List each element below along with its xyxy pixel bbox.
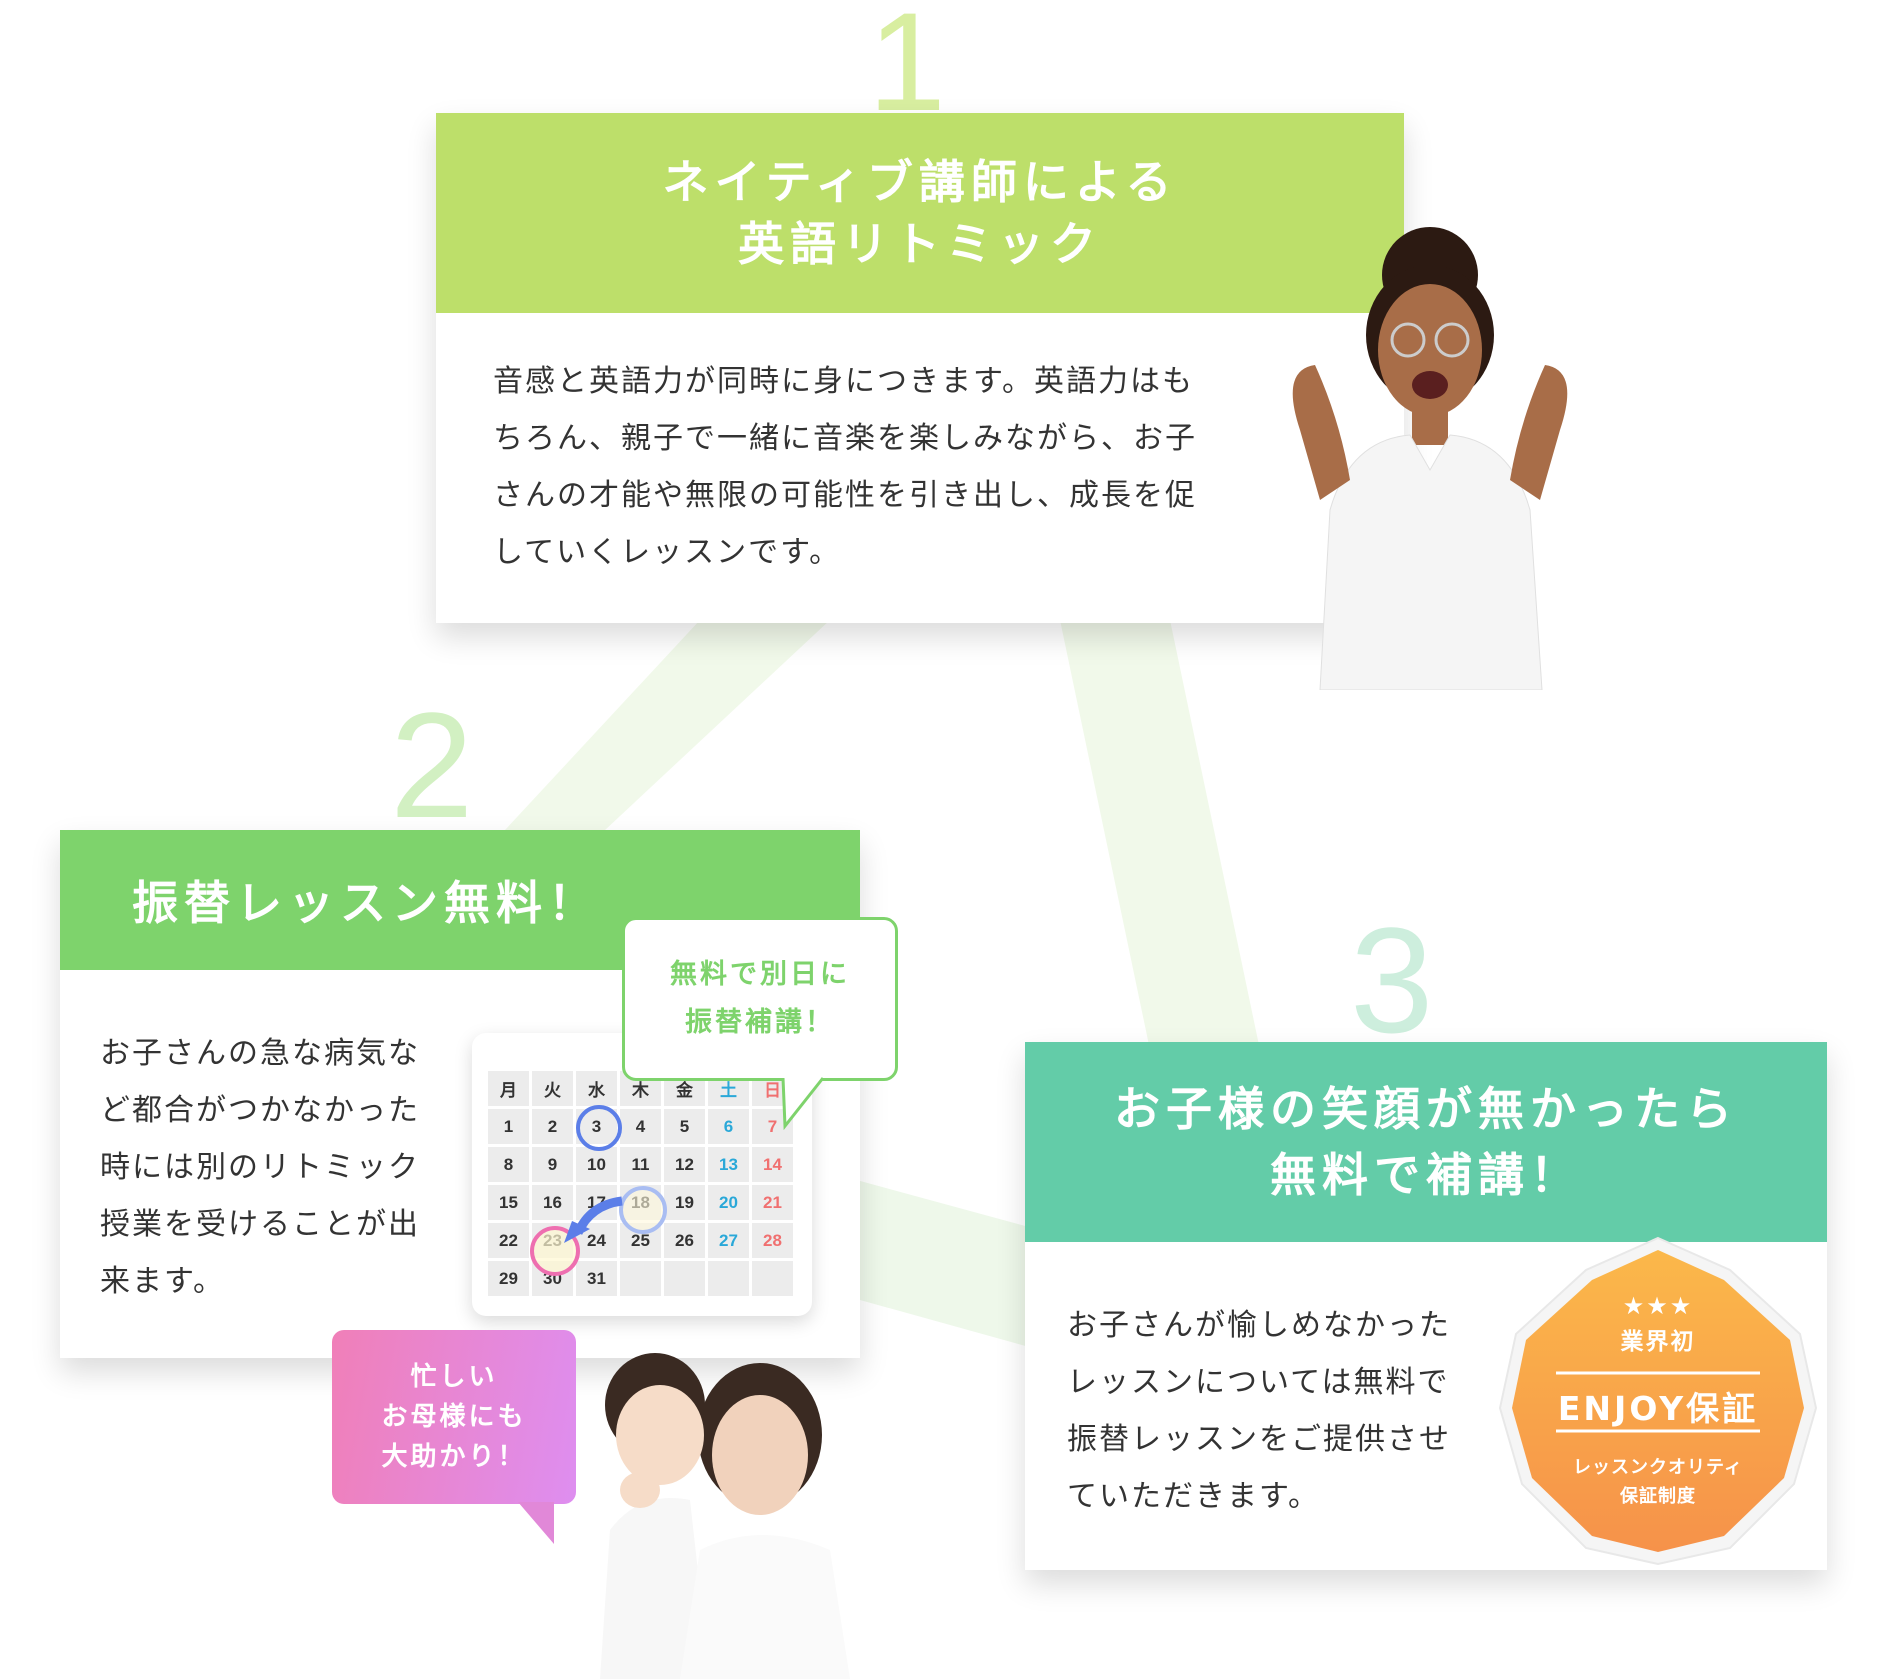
calendar-day: 22 — [488, 1223, 529, 1258]
calendar-day: 9 — [532, 1147, 573, 1182]
calendar-day: 17 — [576, 1185, 617, 1220]
speech-bubble-green: 無料で別日に 振替補講！ — [622, 917, 898, 1081]
calendar-day: 19 — [664, 1185, 705, 1220]
calendar-grid: 月 火 水 木 金 土 日 1 2 3 4 5 6 7 8 9 10 11 12… — [488, 1071, 794, 1296]
calendar-day: 26 — [664, 1223, 705, 1258]
body-line: ど都合がつかなかった — [100, 1093, 420, 1128]
body-line: さんの才能や無限の可能性を引き出し、成長を促 — [493, 478, 1197, 513]
badge-sub-line1: レッスンクオリティ — [1573, 1457, 1743, 1478]
badge-sub-line2: 保証制度 — [1620, 1486, 1696, 1507]
bubble-pink-line3: 大助かり！ — [381, 1442, 527, 1472]
body-line: レッスンについては無料で — [1067, 1365, 1450, 1400]
calendar-day: 4 — [620, 1109, 661, 1144]
bubble-green-line2: 振替補講！ — [685, 1007, 835, 1038]
surprised-woman-photo — [1280, 220, 1580, 690]
calendar-day-empty — [752, 1261, 793, 1296]
calendar-day: 14 — [752, 1147, 793, 1182]
feature-card-1-title-line1: ネイティブ講師による — [662, 155, 1178, 209]
calendar-day: 10 — [576, 1147, 617, 1182]
calendar-day: 13 — [708, 1147, 749, 1182]
calendar-day: 8 — [488, 1147, 529, 1182]
feature-card-3-header: お子様の笑顔が無かったら 無料で補講！ — [1025, 1042, 1827, 1242]
mother-and-child-photo — [560, 1340, 860, 1679]
feature-card-1-header: ネイティブ講師による 英語リトミック — [436, 113, 1404, 313]
feature-card-1-title-line2: 英語リトミック — [738, 217, 1102, 271]
calendar-day: 25 — [620, 1223, 661, 1258]
octagon-badge-icon — [1498, 1236, 1818, 1566]
calendar-day: 27 — [708, 1223, 749, 1258]
calendar-day-empty — [708, 1261, 749, 1296]
calendar-day-highlight-lightblue: 18 — [620, 1185, 661, 1220]
feature-number-2: 2 — [390, 681, 474, 849]
body-line: ちろん、親子で一緒に音楽を楽しみながら、お子 — [493, 421, 1197, 456]
calendar-day: 20 — [708, 1185, 749, 1220]
feature-card-2-body: お子さんの急な病気な ど都合がつかなかった 時には別のリトミック 授業を受けるこ… — [100, 1025, 440, 1310]
calendar-day: 15 — [488, 1185, 529, 1220]
calendar-day-highlight-pink: 23 — [532, 1223, 573, 1258]
weekday-label: 火 — [532, 1071, 573, 1106]
body-line: 授業を受けることが出 — [100, 1207, 420, 1242]
bubble-pink-line1: 忙しい — [410, 1362, 498, 1392]
feature-card-2-header: 振替レッスン無料！ — [60, 830, 860, 970]
body-line: していくレッスンです。 — [493, 535, 842, 570]
calendar-day: 12 — [664, 1147, 705, 1182]
weekday-label: 月 — [488, 1071, 529, 1106]
weekday-label: 水 — [576, 1071, 617, 1106]
speech-bubble-tail — [518, 1502, 554, 1544]
calendar-day: 24 — [576, 1223, 617, 1258]
feature-card-1-body: 音感と英語力が同時に身につきます。英語力はも ちろん、親子で一緒に音楽を楽しみな… — [493, 353, 1213, 581]
body-line: 音感と英語力が同時に身につきます。英語力はも — [493, 364, 1194, 399]
feature-number-3: 3 — [1350, 896, 1434, 1064]
calendar-day-empty — [620, 1261, 661, 1296]
calendar-day: 30 — [532, 1261, 573, 1296]
body-line: 来ます。 — [100, 1264, 225, 1299]
feature-card-3-title-line1: お子様の笑顔が無かったら — [1114, 1082, 1738, 1136]
feature-card-3-body: お子さんが愉しめなかった レッスンについては無料で 振替レッスンをご提供させ て… — [1067, 1297, 1467, 1525]
calendar-day: 31 — [576, 1261, 617, 1296]
calendar-day-highlight-blue: 3 — [576, 1109, 617, 1144]
speech-bubble-pink: 忙しい お母様にも 大助かり！ — [332, 1330, 576, 1504]
body-line: 振替レッスンをご提供させ — [1067, 1422, 1451, 1457]
body-line: 時には別のリトミック — [100, 1150, 420, 1185]
calendar-day: 16 — [532, 1185, 573, 1220]
badge-stars: ★★★ — [1622, 1292, 1694, 1320]
badge-top-label: 業界初 — [1620, 1329, 1696, 1355]
calendar-day: 21 — [752, 1185, 793, 1220]
badge-main-label: ENJOY保証 — [1557, 1389, 1759, 1428]
calendar-day: 11 — [620, 1147, 661, 1182]
calendar-day: 5 — [664, 1109, 705, 1144]
body-line: お子さんが愉しめなかった — [1067, 1308, 1451, 1343]
enjoy-guarantee-badge: ★★★ 業界初 ENJOY保証 レッスンクオリティ 保証制度 — [1494, 1236, 1822, 1566]
bubble-green-line1: 無料で別日に — [670, 959, 850, 990]
calendar-day-empty — [664, 1261, 705, 1296]
feature-card-2-title: 振替レッスン無料！ — [132, 876, 600, 930]
feature-card-1: ネイティブ講師による 英語リトミック 音感と英語力が同時に身につきます。英語力は… — [436, 113, 1404, 623]
feature-number-1: 1 — [868, 0, 946, 140]
calendar-day: 28 — [752, 1223, 793, 1258]
body-line: お子さんの急な病気な — [100, 1036, 420, 1071]
speech-bubble-tail — [781, 1076, 825, 1131]
bubble-pink-line2: お母様にも — [381, 1402, 527, 1432]
body-line: ていただきます。 — [1067, 1479, 1320, 1514]
calendar-day: 29 — [488, 1261, 529, 1296]
feature-card-3-title-line2: 無料で補講！ — [1270, 1148, 1582, 1202]
calendar-day: 1 — [488, 1109, 529, 1144]
calendar-day: 6 — [708, 1109, 749, 1144]
calendar-day: 2 — [532, 1109, 573, 1144]
